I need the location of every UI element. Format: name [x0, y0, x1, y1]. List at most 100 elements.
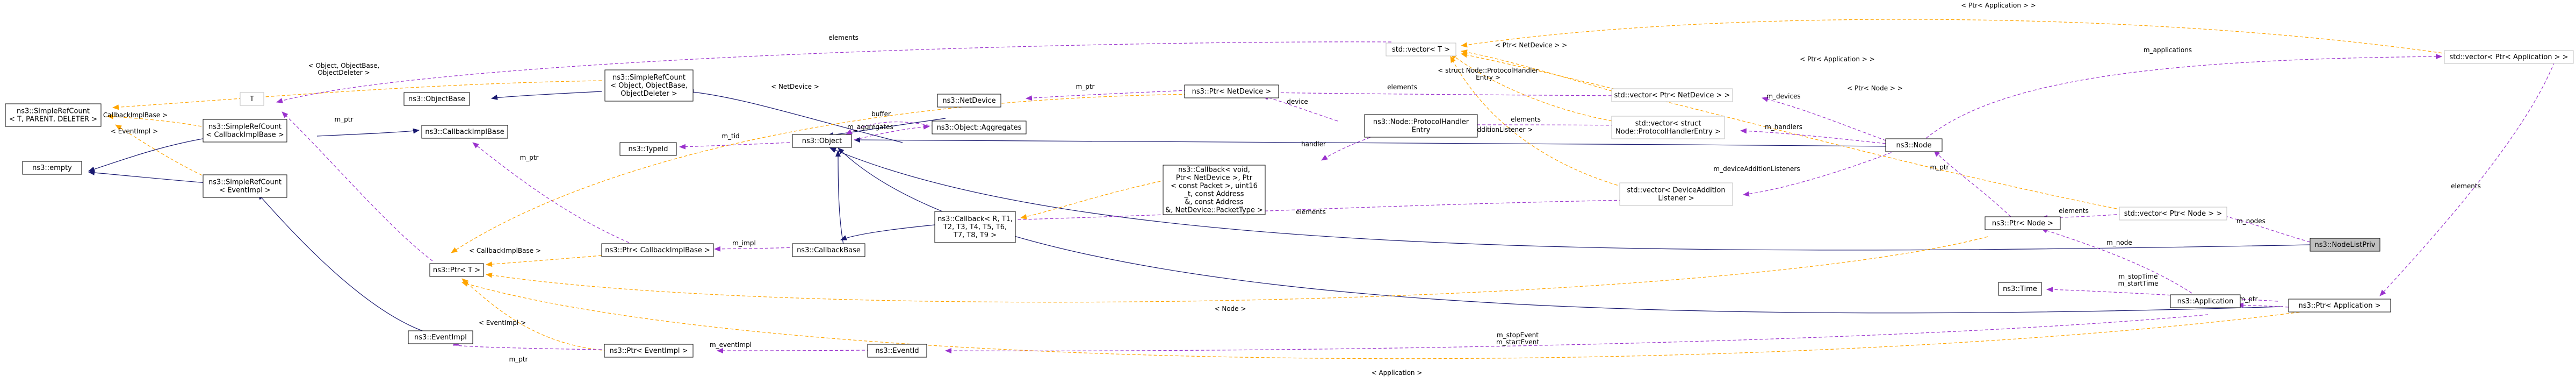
edge-label: m_ptr — [335, 116, 353, 123]
node-callbackbase[interactable]: ns3::CallbackBase — [792, 243, 865, 257]
node-label: ns3::Object — [802, 137, 842, 145]
node-label: < CallbackImplBase > — [206, 131, 284, 139]
node-ptr-application[interactable]: ns3::Ptr< Application > — [2288, 299, 2391, 313]
edge-label-node-tpl: < Node > — [1214, 305, 1246, 313]
edge-use-mnode — [2041, 228, 2192, 294]
edge-label-line: < Ptr< Application > > — [1961, 2, 2036, 9]
node-label: std::vector< DeviceAddition — [1627, 187, 1725, 195]
node-label: ns3::Ptr< T > — [433, 266, 480, 274]
edge-label: < EventImpl > — [111, 127, 158, 135]
edge-label-line: elements — [1511, 116, 1541, 123]
edge-label-line: m_ptr — [1076, 83, 1095, 90]
edge-label: m_applications — [2144, 46, 2192, 54]
edge-label-ev-mptr: m_ptr — [509, 356, 528, 363]
node-callback-void[interactable]: ns3::Callback< void,Ptr< NetDevice >, Pt… — [1163, 165, 1266, 215]
node-ptr-eventimpl[interactable]: ns3::Ptr< EventImpl > — [604, 344, 694, 358]
edge-use-app-mptr — [2237, 302, 2327, 310]
edge-label-line: buffer — [871, 110, 891, 118]
edge-label-line: m_ptr — [509, 356, 528, 363]
edge-use-buffer — [846, 121, 935, 135]
edge-label: m_node — [2106, 239, 2132, 246]
node-object[interactable]: ns3::Object — [792, 134, 852, 148]
node-label: < T, PARENT, DELETER > — [9, 116, 97, 124]
edge-tmpl-sref-obj — [112, 80, 602, 110]
edge-label-elements-ph: elements — [1511, 116, 1541, 123]
edge-label-line: elements — [1387, 83, 1417, 91]
edge-label-line: elements — [828, 34, 858, 41]
node-empty[interactable]: ns3::empty — [22, 161, 82, 175]
node-vector-protocolhandlerentry[interactable]: std::vector< structNode::ProtocolHandler… — [1611, 116, 1725, 139]
node-ptr-callbackimplbase[interactable]: ns3::Ptr< CallbackImplBase > — [601, 243, 714, 257]
edge-inherit-node-object — [854, 137, 1892, 147]
edge-label: m_eventImpl — [710, 341, 752, 349]
node-vector-t[interactable]: std::vector< T > — [1386, 42, 1456, 56]
edge-label-line: m_ptr — [520, 154, 539, 161]
node-label: Listener > — [1658, 195, 1694, 203]
edge-label-mnodes: m_nodes — [2236, 217, 2265, 225]
node-eventid[interactable]: ns3::EventId — [867, 344, 927, 358]
node-callbackimplbase[interactable]: ns3::CallbackImplBase — [421, 125, 508, 139]
node-callback-template[interactable]: ns3::Callback< R, T1,T2, T3, T4, T5, T6,… — [934, 211, 1016, 243]
edge-label-app-mptr: m_ptr — [2239, 295, 2258, 303]
edge-tmpl-ptr-app — [461, 281, 2321, 359]
edge-label-elements-app: elements — [2451, 182, 2481, 190]
node-ptr-node[interactable]: ns3::Ptr< Node > — [1985, 216, 2061, 230]
node-application[interactable]: ns3::Application — [2170, 294, 2241, 308]
edge-inherit-cbtpl-cbbase — [840, 224, 935, 240]
edge-label-line: ObjectDeleter > — [318, 69, 370, 76]
node-vector-deviceadditionlistener[interactable]: std::vector< DeviceAdditionListener > — [1619, 182, 1733, 206]
node-vector-ptr-application[interactable]: std::vector< Ptr< Application > > — [2444, 50, 2574, 64]
edge-inherit-obj-object — [687, 89, 903, 143]
node-netdevice[interactable]: ns3::NetDevice — [937, 94, 1001, 108]
edge-label-line: < Ptr< NetDevice > > — [1495, 41, 1567, 49]
node-node[interactable]: ns3::Node — [1885, 138, 1943, 152]
node-typeid[interactable]: ns3::TypeId — [619, 142, 677, 156]
node-ptr-t[interactable]: ns3::Ptr< T > — [429, 263, 484, 277]
edge-label-mdevadd: m_deviceAdditionListeners — [1713, 165, 1800, 173]
node-t[interactable]: T — [240, 92, 264, 106]
edge-label-ptr-netdev: < NetDevice > — [771, 83, 819, 90]
node-label: ns3::SimpleRefCount — [208, 179, 282, 187]
edge-use-mdevadd — [1743, 150, 1897, 197]
node-label: ObjectDeleter > — [620, 90, 677, 98]
node-object-aggregates[interactable]: ns3::Object::Aggregates — [932, 120, 1027, 134]
edge-use-handler — [1321, 135, 1376, 161]
node-eventimpl[interactable]: ns3::EventImpl — [408, 330, 473, 344]
node-objectbase[interactable]: ns3::ObjectBase — [403, 92, 470, 106]
edge-label: < CallbackImplBase > — [96, 111, 168, 119]
node-protocolhandlerentry[interactable]: ns3::Node::ProtocolHandlerEntry — [1364, 114, 1478, 138]
edge-label-mnode: m_node — [2106, 239, 2132, 246]
edge-label-line: elements — [2059, 207, 2089, 215]
edge-label: m_devices — [1766, 93, 1800, 100]
node-label: ns3::EventId — [875, 347, 919, 355]
edge-label: < Application > — [1372, 369, 1423, 377]
node-simplerefcount-eventimpl[interactable]: ns3::SimpleRefCount< EventImpl > — [203, 174, 287, 198]
edge-use-mhandlers — [1740, 128, 1892, 145]
node-nodelistpriv[interactable]: ns3::NodeListPriv — [2310, 238, 2380, 252]
edge-tmpl-vec-netdev — [1461, 49, 1623, 95]
node-simplerefcount-template[interactable]: ns3::SimpleRefCount< T, PARENT, DELETER … — [5, 103, 102, 127]
edge-use-node-mptr — [1933, 150, 2015, 221]
node-time[interactable]: ns3::Time — [1998, 282, 2042, 296]
node-label: ns3::Ptr< Application > — [2298, 302, 2380, 310]
edge-label-line: elements — [1296, 208, 1326, 216]
edge-label: elements — [2451, 182, 2481, 190]
edge-label-line: elements — [2451, 182, 2481, 190]
node-label: ns3::CallbackBase — [797, 246, 861, 254]
node-vector-ptr-node[interactable]: std::vector< Ptr< Node > > — [2119, 207, 2227, 221]
edge-label-line: m_startTime — [2118, 280, 2158, 287]
edge-inherit-cbimpl-cb — [316, 128, 420, 137]
edge-label-line: m_tid — [721, 132, 739, 140]
node-label: ns3::TypeId — [629, 145, 668, 153]
edge-label-line: m_nodes — [2236, 217, 2265, 225]
node-simplerefcount-callbackimplbase[interactable]: ns3::SimpleRefCount< CallbackImplBase > — [203, 119, 287, 143]
node-ptr-netdevice[interactable]: ns3::Ptr< NetDevice > — [1184, 84, 1279, 98]
edge-use-eventid — [717, 347, 871, 353]
edge-label-line: handler — [1301, 140, 1326, 148]
node-simplerefcount-object[interactable]: ns3::SimpleRefCount< Object, ObjectBase,… — [604, 69, 694, 102]
edge-label: < Ptr< NetDevice > > — [1495, 41, 1567, 49]
edge-label-buffer: buffer — [871, 110, 891, 118]
node-vector-ptr-netdevice[interactable]: std::vector< Ptr< NetDevice > > — [1611, 88, 1733, 102]
edge-use-aggregates — [854, 124, 930, 140]
